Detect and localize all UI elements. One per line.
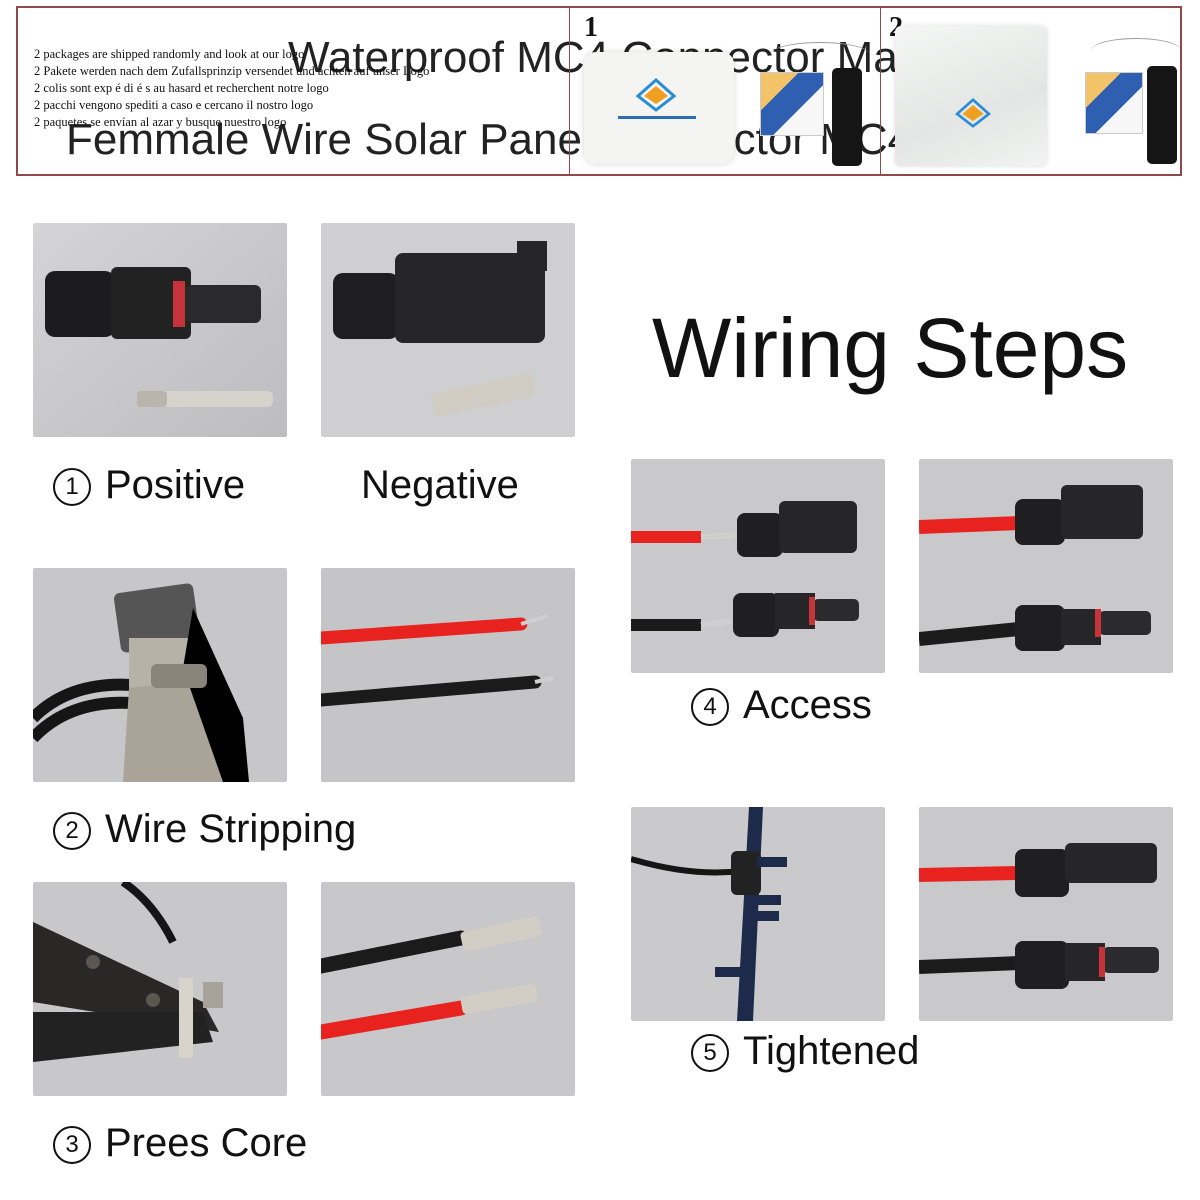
step-number-icon: 5 <box>691 1034 729 1072</box>
photo-tightened-connectors <box>919 807 1173 1021</box>
step-number-icon: 1 <box>53 468 91 506</box>
negative-label: Negative <box>361 463 519 507</box>
header-banner: Waterproof MC4 Connector Male Femmale Wi… <box>16 6 1182 176</box>
shipping-note: 2 Pakete werden nach dem Zufallsprinzip … <box>34 64 430 78</box>
photo-crimped-wires <box>321 882 575 1096</box>
instruction-card-image <box>760 72 824 136</box>
shipping-note: 2 colis sont exp é di é s au hasard et r… <box>34 81 329 95</box>
step-2-label: 2 Wire Stripping <box>53 806 356 852</box>
shipping-note: 2 paquetes se envían al azar y busque nu… <box>34 115 287 129</box>
step-1-label: 1 Positive <box>53 462 245 508</box>
instruction-card-image <box>1085 72 1143 134</box>
page-title: Wiring Steps <box>652 301 1129 395</box>
step-number-icon: 2 <box>53 812 91 850</box>
white-box-image <box>584 52 734 164</box>
string-tag <box>770 42 870 67</box>
step-label-text: Positive <box>105 463 246 507</box>
brand-text-bar <box>618 116 696 119</box>
photo-stripped-wires <box>321 568 575 782</box>
photo-spanner-tightening <box>631 807 885 1021</box>
photo-negative-connector <box>321 223 575 437</box>
photo-crimping-tool <box>33 882 287 1096</box>
remote-image <box>1147 66 1177 164</box>
step-number-icon: 3 <box>53 1126 91 1164</box>
step-label-text: Access <box>743 683 872 727</box>
step-3-label: 3 Prees Core <box>53 1120 307 1166</box>
brand-logo-icon <box>635 77 677 112</box>
shipping-note: 2 packages are shipped randomly and look… <box>34 47 305 61</box>
package-option-2: 2 <box>881 8 1180 174</box>
shipping-notes: 2 packages are shipped randomly and look… <box>34 46 429 131</box>
brand-logo-icon <box>955 97 991 128</box>
package-option-1: 1 <box>570 8 880 174</box>
step-label-text: Wire Stripping <box>105 807 357 851</box>
string-tag <box>1091 38 1180 63</box>
shipping-note: 2 pacchi vengono spediti a caso e cercan… <box>34 98 314 112</box>
step-5-label: 5 Tightened <box>691 1028 919 1074</box>
remote-image <box>832 68 862 166</box>
photo-wire-stripper <box>33 568 287 782</box>
step-label-text: Tightened <box>743 1029 920 1073</box>
photo-connectors-assembled <box>919 459 1173 673</box>
photo-connector-insertion <box>631 459 885 673</box>
step-4-label: 4 Access <box>691 682 872 728</box>
banner-divider <box>569 8 570 174</box>
photo-positive-connector <box>33 223 287 437</box>
plastic-bag-image <box>895 26 1047 166</box>
step-label-text: Prees Core <box>105 1121 308 1165</box>
banner-divider <box>880 8 881 174</box>
step-number-icon: 4 <box>691 688 729 726</box>
package-number: 1 <box>584 12 598 43</box>
